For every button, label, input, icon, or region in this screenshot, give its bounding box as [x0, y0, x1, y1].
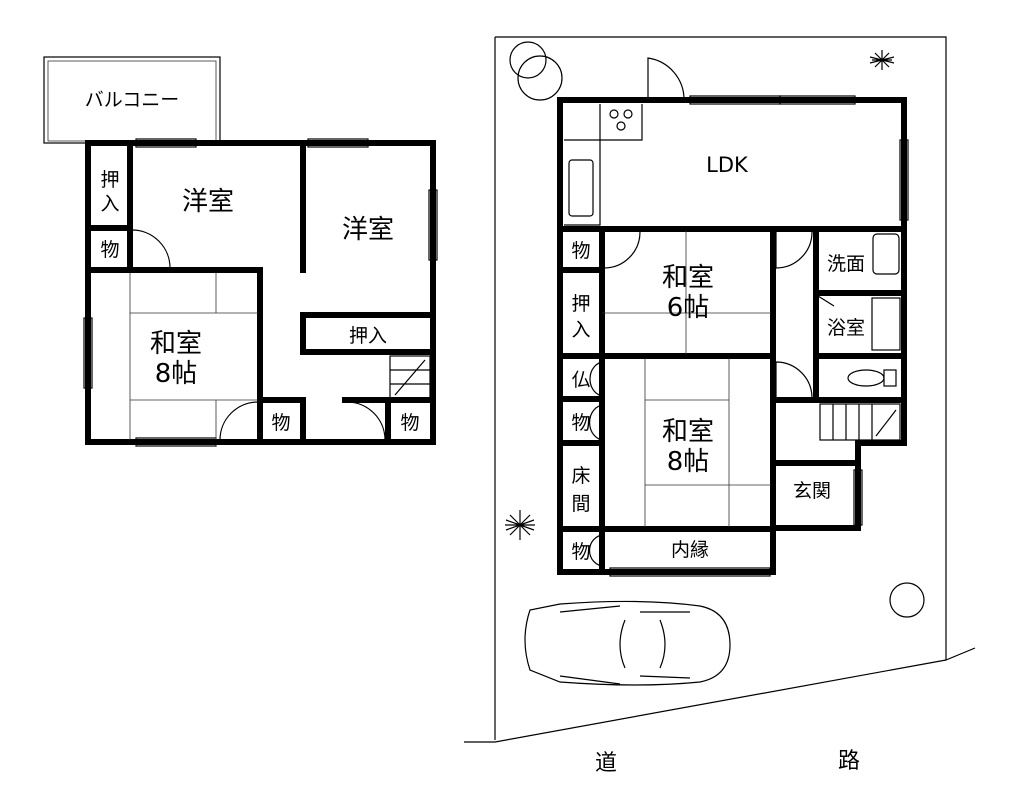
japanese-room-size-2f: 8帖 — [155, 359, 198, 389]
japanese-room-8-size: 8帖 — [667, 447, 710, 477]
closet-label-1f-b: 入 — [571, 319, 590, 341]
tatami-lines-1f — [602, 231, 771, 527]
japanese-room-8-label: 和室 — [662, 417, 714, 447]
washroom-label: 洗面 — [827, 253, 865, 275]
balcony-label: バルコニー — [85, 89, 180, 111]
car-icon — [524, 600, 731, 686]
closet-label-2f-2: 押入 — [349, 325, 387, 347]
sink-icon — [872, 233, 900, 275]
toilet-icon — [847, 369, 897, 387]
stairs-1f — [819, 403, 901, 441]
first-floor-plan: LDK 物 押 入 和室 6帖 洗面 浴室 仏 物 和室 8帖 床 間 玄関 物… — [464, 36, 976, 776]
entrance-label: 玄関 — [793, 480, 831, 502]
japanese-room-6-label: 和室 — [662, 263, 714, 293]
tatami-lines-2f — [129, 273, 258, 440]
western-room-label-1: 洋室 — [182, 187, 234, 217]
storage-label-2f-2: 物 — [271, 412, 290, 434]
veranda-label: 内縁 — [671, 539, 709, 561]
road-label-a: 道 — [595, 751, 617, 776]
storage-label-1f-2: 物 — [571, 412, 590, 434]
balcony: バルコニー — [43, 56, 221, 144]
closet-label-1f-a: 押 — [571, 293, 590, 315]
tree-icon — [505, 41, 925, 618]
second-floor-plan: バルコニー — [43, 56, 438, 447]
bathroom-label: 浴室 — [827, 317, 865, 339]
bathtub-icon — [871, 297, 901, 351]
road-label-b: 路 — [838, 749, 860, 774]
storage-label-2f-1: 物 — [100, 239, 119, 261]
altar-label: 仏 — [571, 369, 590, 391]
closet-label-2f-a: 押 — [100, 169, 119, 191]
stairs-2f — [389, 355, 431, 399]
closet-label-2f-b: 入 — [100, 193, 119, 215]
storage-label-1f-3: 物 — [571, 541, 590, 563]
japanese-room-label-2f: 和室 — [150, 329, 202, 359]
western-room-label-2: 洋室 — [342, 215, 394, 245]
ldk-label: LDK — [706, 153, 749, 177]
storage-label-1f-1: 物 — [571, 240, 590, 262]
kitchen-counter — [564, 104, 643, 226]
storage-label-2f-3: 物 — [400, 412, 419, 434]
alcove-label-a: 床 — [571, 465, 590, 487]
japanese-room-6-size: 6帖 — [667, 293, 710, 323]
alcove-label-b: 間 — [571, 493, 590, 515]
